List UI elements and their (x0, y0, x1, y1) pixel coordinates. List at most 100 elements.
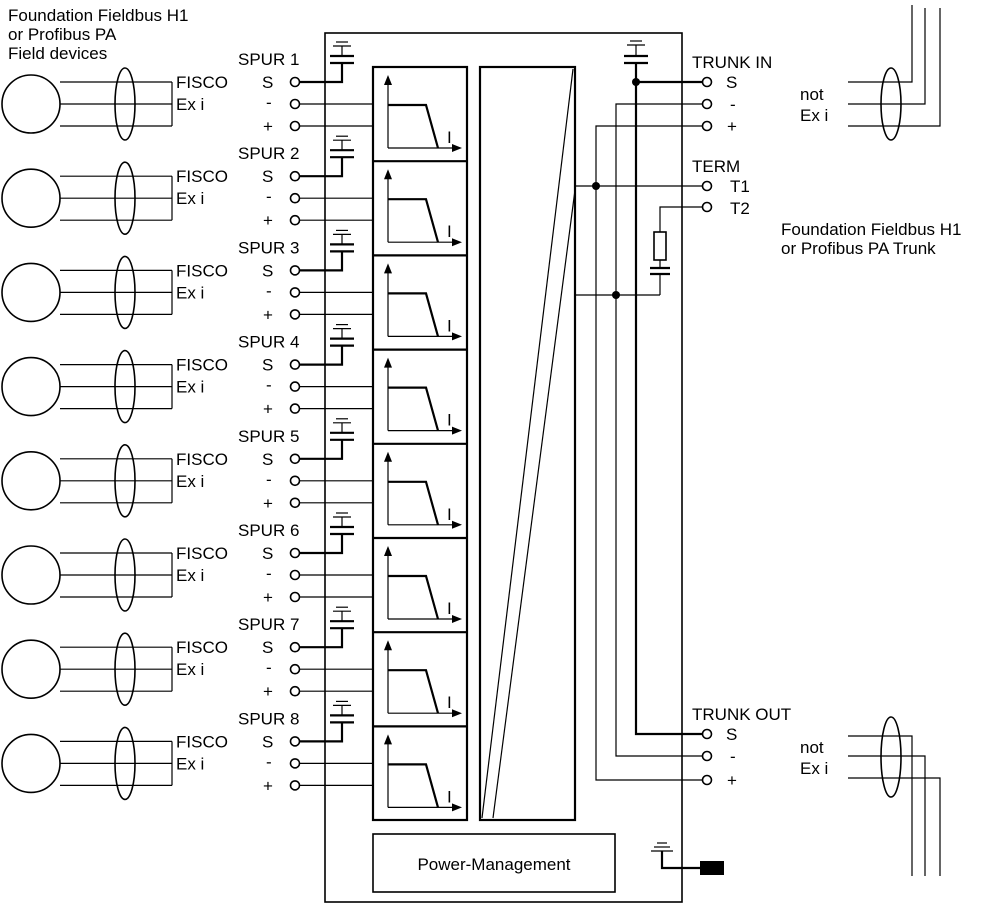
spur-8-plus-terminal (289, 780, 301, 791)
filter-1-curve (388, 103, 440, 149)
spur-5-minus-terminal (289, 475, 301, 487)
exi-label-5: Ex i (176, 472, 204, 491)
fisco-label-7: FISCO (176, 638, 228, 657)
plus-label-1: + (263, 117, 273, 136)
term-t1-terminal (701, 180, 713, 192)
s-label-1: S (262, 73, 273, 92)
field-devices-caption-line-3: Field devices (8, 44, 107, 63)
trunk-out-cable: not Ex i (800, 716, 941, 876)
spur-label-7: SPUR 7 (238, 615, 299, 634)
barrier-enclosure (324, 32, 683, 903)
trunk-out-exi-label: Ex i (800, 759, 828, 778)
trunk-out-s-terminal (701, 728, 713, 740)
trunk-out-plus-label: + (727, 771, 737, 790)
minus-label-5: - (266, 470, 272, 489)
spur-2-plus-terminal (289, 214, 301, 226)
spur-6-minus-terminal (289, 569, 301, 581)
plus-label-7: + (263, 682, 273, 701)
spur-label-8: SPUR 8 (238, 709, 299, 728)
cable-shield-3 (114, 255, 136, 330)
term-title: TERM (692, 157, 740, 176)
plus-label-2: + (263, 211, 273, 230)
filter-6-curve (388, 574, 440, 620)
spur-6-plus-terminal (289, 591, 301, 603)
spur-4-s-wire (300, 345, 344, 366)
spur-7-s-wire (300, 628, 344, 649)
spur-2-s-wire (300, 157, 344, 178)
galvanic-isolation-box (478, 65, 577, 822)
spur-4-minus-terminal (289, 381, 301, 392)
filter-4-current-label: I (447, 411, 452, 430)
spur-2-s-terminal (289, 170, 301, 182)
term-t2-terminal (701, 201, 713, 213)
cable-shield-6 (114, 538, 136, 612)
cable-shield-8 (114, 726, 136, 801)
minus-junction (612, 291, 620, 299)
trunk-in-plus-label: + (727, 117, 737, 136)
exi-label-2: Ex i (176, 189, 204, 208)
s-label-8: S (262, 732, 273, 751)
spur-3-plus-terminal (289, 309, 301, 320)
field-device-8 (1, 733, 61, 794)
trunk-out-plus-terminal (701, 774, 713, 786)
s-label-3: S (262, 261, 273, 280)
trunk-in-cable: not Ex i (800, 5, 941, 141)
s-label-5: S (262, 450, 273, 469)
s-label-4: S (262, 356, 273, 375)
trunk-out-minus-label: - (730, 747, 736, 766)
field-device-4 (1, 356, 61, 417)
spur-6-s-wire (300, 534, 344, 555)
filter-1-current-label: I (447, 128, 452, 147)
trunk-in-exi-label: Ex i (800, 106, 828, 125)
filter-3-curve (388, 292, 440, 337)
trunk-plus-bus (595, 125, 702, 781)
isolation-diagonal-2 (492, 189, 576, 819)
spur-label-2: SPUR 2 (238, 144, 299, 163)
trunk-in-minus-label: - (730, 95, 736, 114)
spur-label-4: SPUR 4 (238, 333, 299, 352)
trunk-in-cable-shield (880, 67, 902, 141)
power-management-box (372, 833, 616, 893)
spur-label-3: SPUR 3 (238, 238, 299, 257)
spur-1-s-terminal (289, 76, 301, 88)
exi-label-4: Ex i (176, 378, 204, 397)
minus-label-3: - (266, 281, 272, 300)
minus-label-7: - (266, 658, 272, 677)
exi-label-6: Ex i (176, 566, 204, 585)
spur-3-s-wire (300, 251, 344, 272)
trunk-out-title: TRUNK OUT (692, 705, 791, 724)
field-devices-caption-line-1: Foundation Fieldbus H1 (8, 6, 189, 25)
spur-7-s-terminal (289, 641, 301, 653)
filter-3-current-label: I (447, 316, 452, 335)
trunk-in-s-label: S (726, 73, 737, 92)
spur-5-s-terminal (289, 453, 301, 465)
field-device-1 (1, 74, 61, 134)
fisco-label-5: FISCO (176, 450, 228, 469)
cable-shield-2 (114, 161, 136, 235)
trunk-out-cable-shield (880, 716, 902, 798)
minus-label-2: - (266, 187, 272, 206)
spur-4-plus-terminal (289, 403, 301, 414)
t1-plus-junction (592, 182, 600, 190)
s-label-6: S (262, 544, 273, 563)
fisco-label-8: FISCO (176, 732, 228, 751)
trunk-ground-icon (624, 40, 648, 65)
spur-8-minus-terminal (289, 758, 301, 769)
plus-label-6: + (263, 588, 273, 607)
cable-shield-4 (114, 349, 136, 424)
minus-label-4: - (266, 376, 272, 395)
term-t2-wire (659, 206, 702, 232)
field-device-2 (1, 168, 61, 228)
trunk-in-title: TRUNK IN (692, 53, 772, 72)
cable-shield-1 (114, 67, 136, 141)
trunk-out-s-label: S (726, 725, 737, 744)
minus-label-6: - (266, 564, 272, 583)
fisco-label-3: FISCO (176, 261, 228, 280)
trunk-caption-line-1: Foundation Fieldbus H1 (781, 220, 962, 239)
spur-1-s-wire (300, 63, 344, 84)
